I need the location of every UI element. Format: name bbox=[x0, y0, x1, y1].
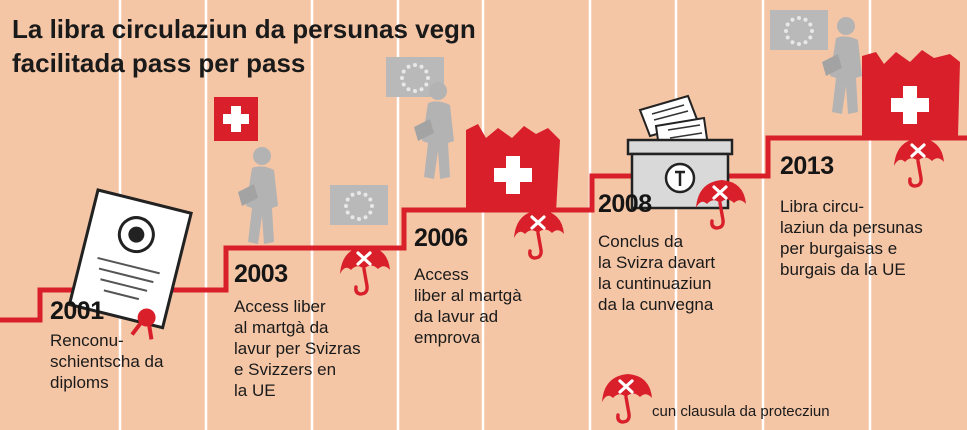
page-title: La libra circulaziun da persunas vegn fa… bbox=[12, 14, 476, 78]
year-2006: 2006 bbox=[414, 224, 468, 252]
year-2003: 2003 bbox=[234, 260, 288, 288]
year-2008: 2008 bbox=[598, 190, 652, 218]
step-text-2001: Renconu- schientscha da diploms bbox=[50, 331, 164, 392]
year-2001: 2001 bbox=[50, 297, 104, 325]
step-text-2013: Libra circu- laziun da persunas per burg… bbox=[780, 197, 923, 279]
step-text-2008: Conclus da la Svizra davart la cuntinuaz… bbox=[598, 232, 716, 314]
legend-label: cun clausula da protecziun bbox=[652, 403, 830, 420]
step-text-2003: Access liber al martgà da lavur per Sviz… bbox=[234, 297, 361, 400]
year-2013: 2013 bbox=[780, 152, 834, 180]
step-text-2006: Access liber al martgà da lavur ad empro… bbox=[414, 265, 522, 347]
